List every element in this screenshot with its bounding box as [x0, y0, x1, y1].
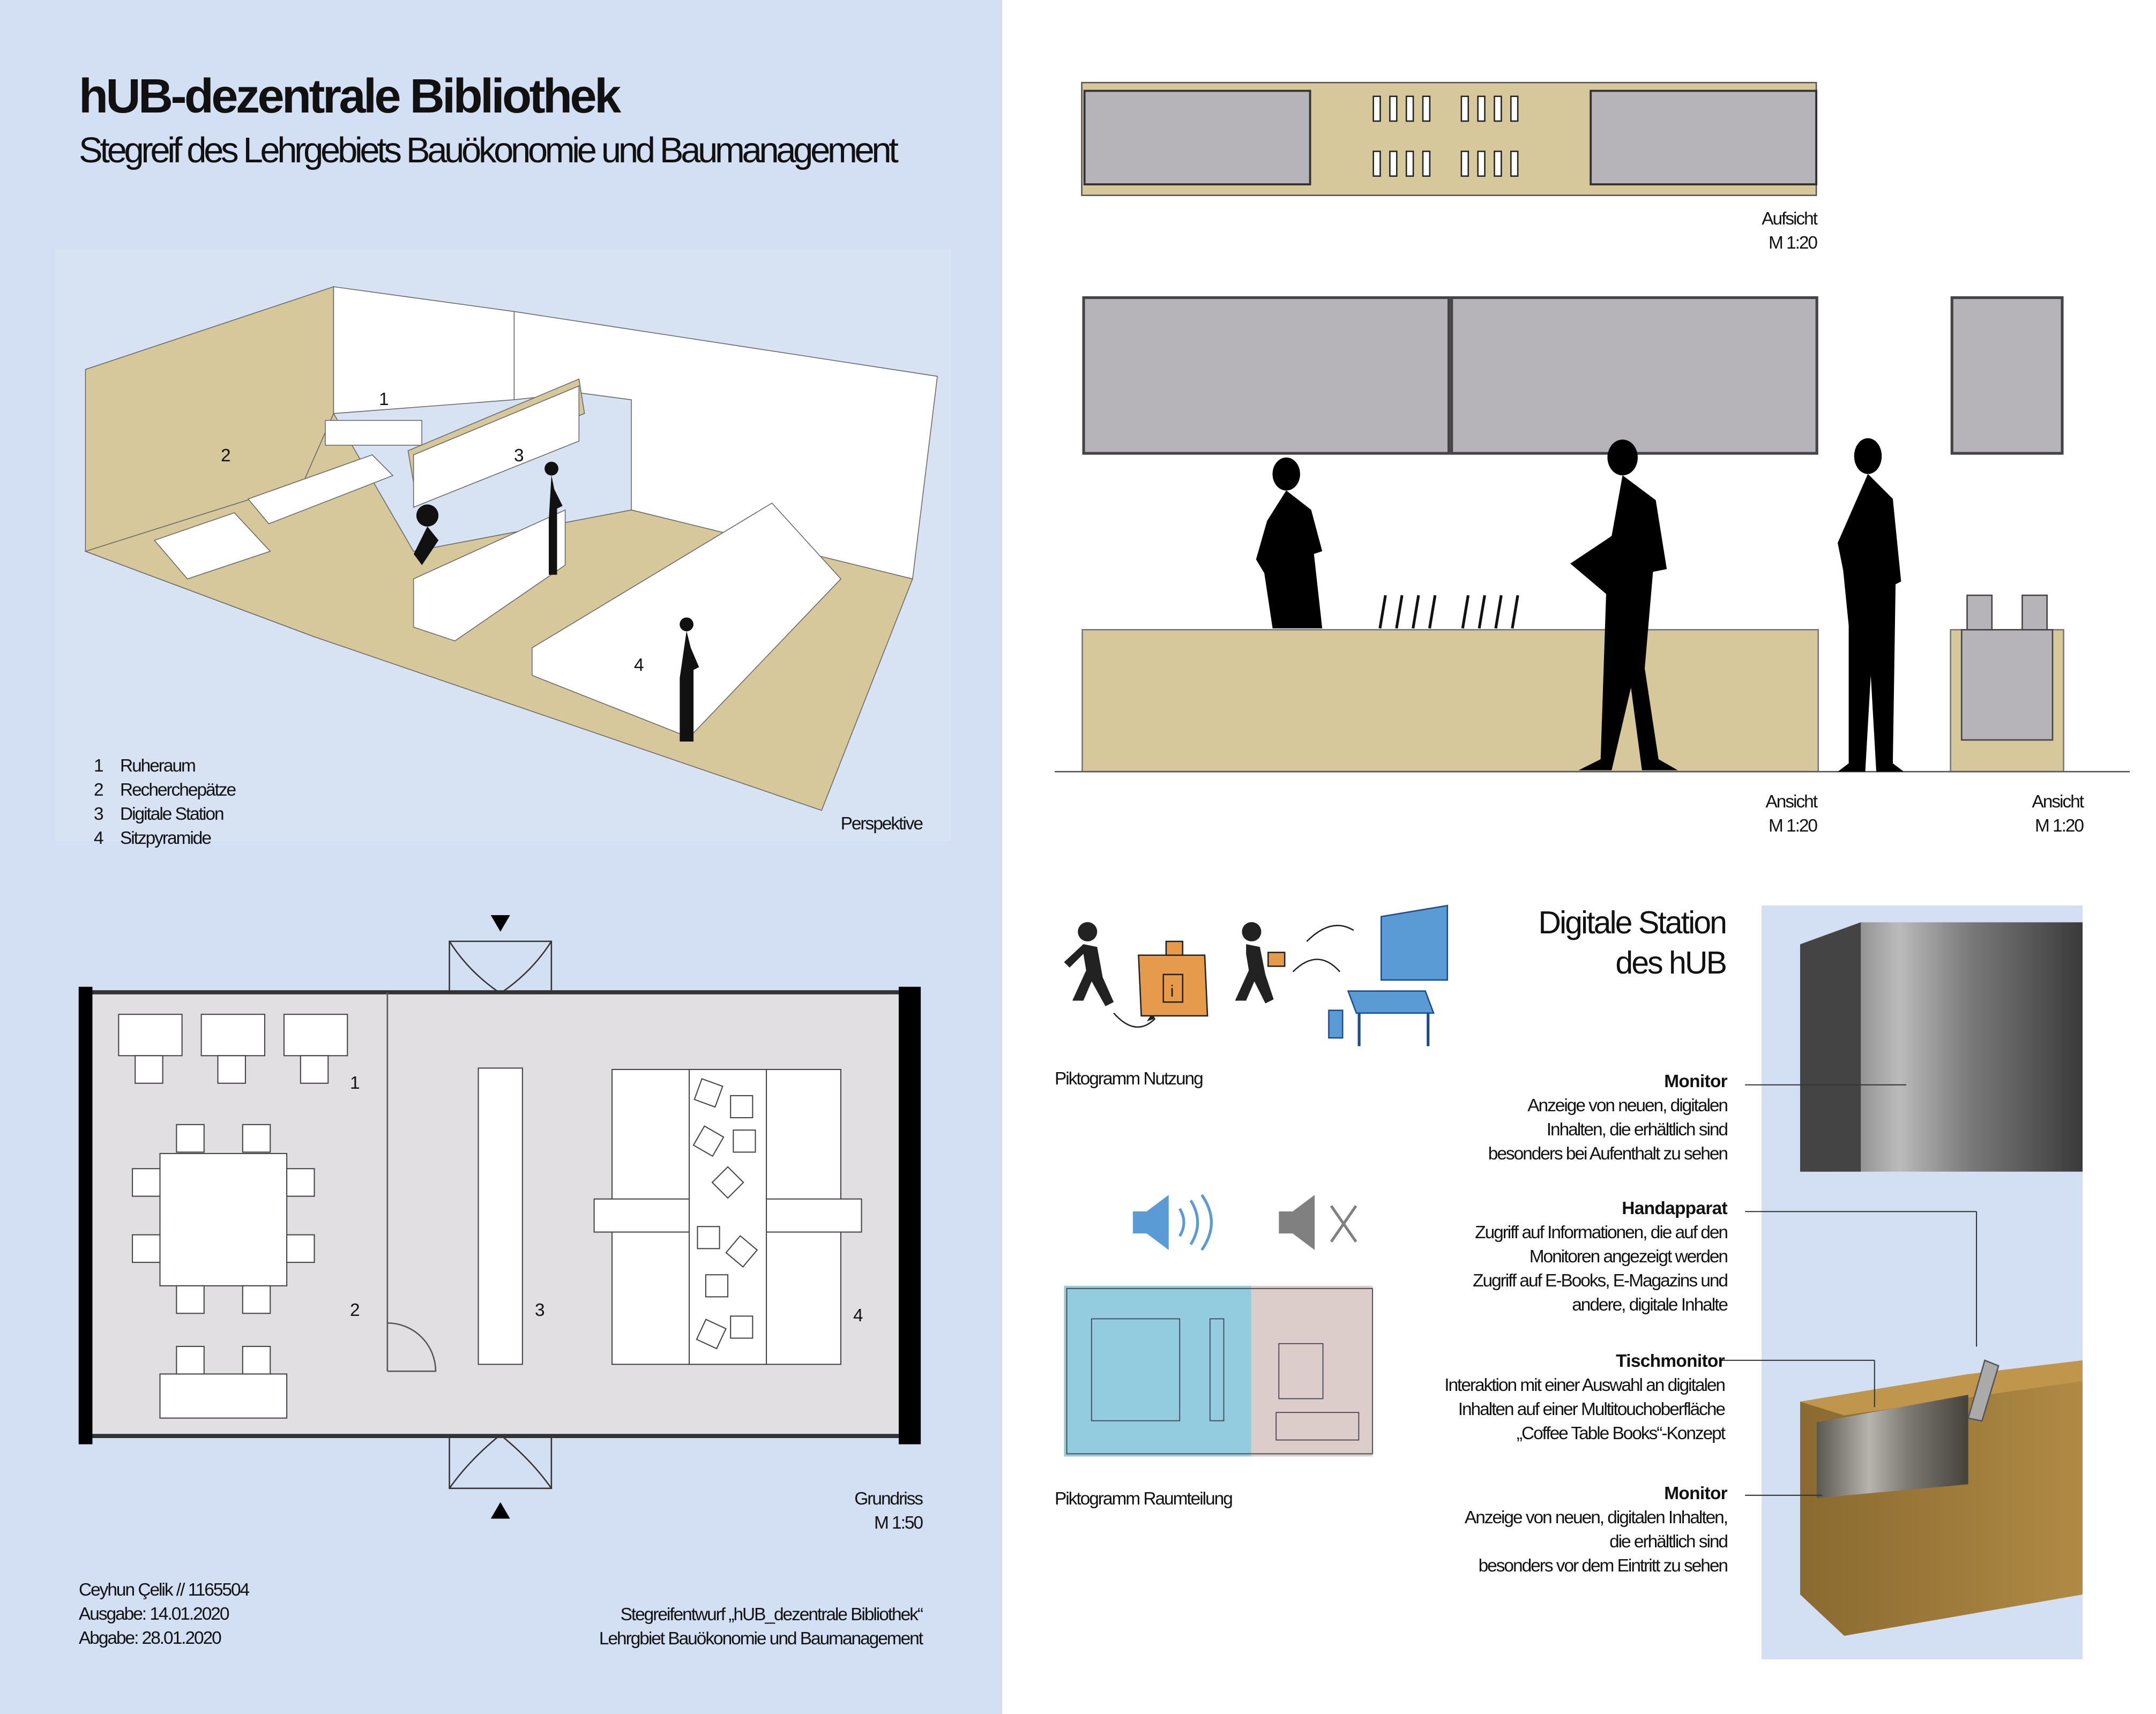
front-view-caption: Ansicht M 1:20: [1765, 792, 1818, 836]
station-render: [1720, 922, 2083, 1636]
zoning-pictogram-caption: Piktogramm Raumteilung: [1055, 1489, 1233, 1509]
usage-pictogram-caption: Piktogramm Nutzung: [1055, 1069, 1204, 1089]
elevation-drawing: [1055, 296, 2130, 773]
station-item-handapparat: Handapparat Zugriff auf Informationen, d…: [1473, 1199, 1728, 1315]
station-item-monitor-top: Monitor Anzeige von neuen, digitalen Inh…: [1488, 1072, 1728, 1164]
person-walking-icon: [1064, 922, 1114, 1006]
perspective-marker-3: 3: [514, 446, 524, 466]
page-title: hUB-dezentrale Bibliothek: [79, 70, 621, 123]
entrance-arrow-top: [490, 915, 510, 932]
floorplan-marker-4: 4: [853, 1306, 863, 1326]
author-info: Ceyhun Çelik // 1165504 Ausgabe: 14.01.2…: [79, 1580, 250, 1648]
top-view-drawing: [1081, 81, 1818, 196]
floorplan-drawing: [78, 915, 921, 1519]
perspective-marker-1: 1: [379, 390, 389, 409]
station-item-monitor-bottom: Monitor Anzeige von neuen, digitalen Inh…: [1464, 1484, 1728, 1576]
table-icon: [1328, 990, 1435, 1046]
floorplan-marker-1: 1: [350, 1073, 360, 1093]
zoning-pictogram: [1064, 1194, 1374, 1457]
perspective-marker-2: 2: [221, 446, 231, 466]
svg-text:i: i: [1170, 982, 1174, 1000]
top-view-caption: Aufsicht M 1:20: [1762, 209, 1818, 253]
side-view-caption: Ansicht M 1:20: [2032, 792, 2084, 836]
entrance-arrow-bottom: [490, 1502, 510, 1519]
perspective-marker-4: 4: [634, 655, 644, 675]
usage-pictogram: i: [1064, 904, 1449, 1046]
speaker-on-icon: [1132, 1194, 1213, 1251]
info-box-icon: i: [1138, 940, 1208, 1017]
station-item-tischmonitor: Tischmonitor Interaktion mit einer Auswa…: [1444, 1351, 1726, 1443]
project-info: Stegreifentwurf „hUB_dezentrale Biblioth…: [599, 1605, 923, 1649]
speaker-muted-icon: [1279, 1195, 1357, 1250]
perspective-caption: Perspektive: [840, 814, 923, 834]
stairs-icon: [1380, 904, 1449, 981]
station-title: Digitale Station des hUB: [1538, 905, 1727, 981]
floorplan-caption: Grundriss M 1:50: [854, 1489, 923, 1533]
floorplan-marker-2: 2: [350, 1300, 360, 1320]
floorplan-marker-3: 3: [535, 1300, 545, 1320]
person-with-book-icon: [1235, 922, 1286, 1004]
page-subtitle: Stegreif des Lehrgebiets Bauökonomie und…: [79, 130, 899, 170]
perspective-drawing: [55, 248, 951, 841]
